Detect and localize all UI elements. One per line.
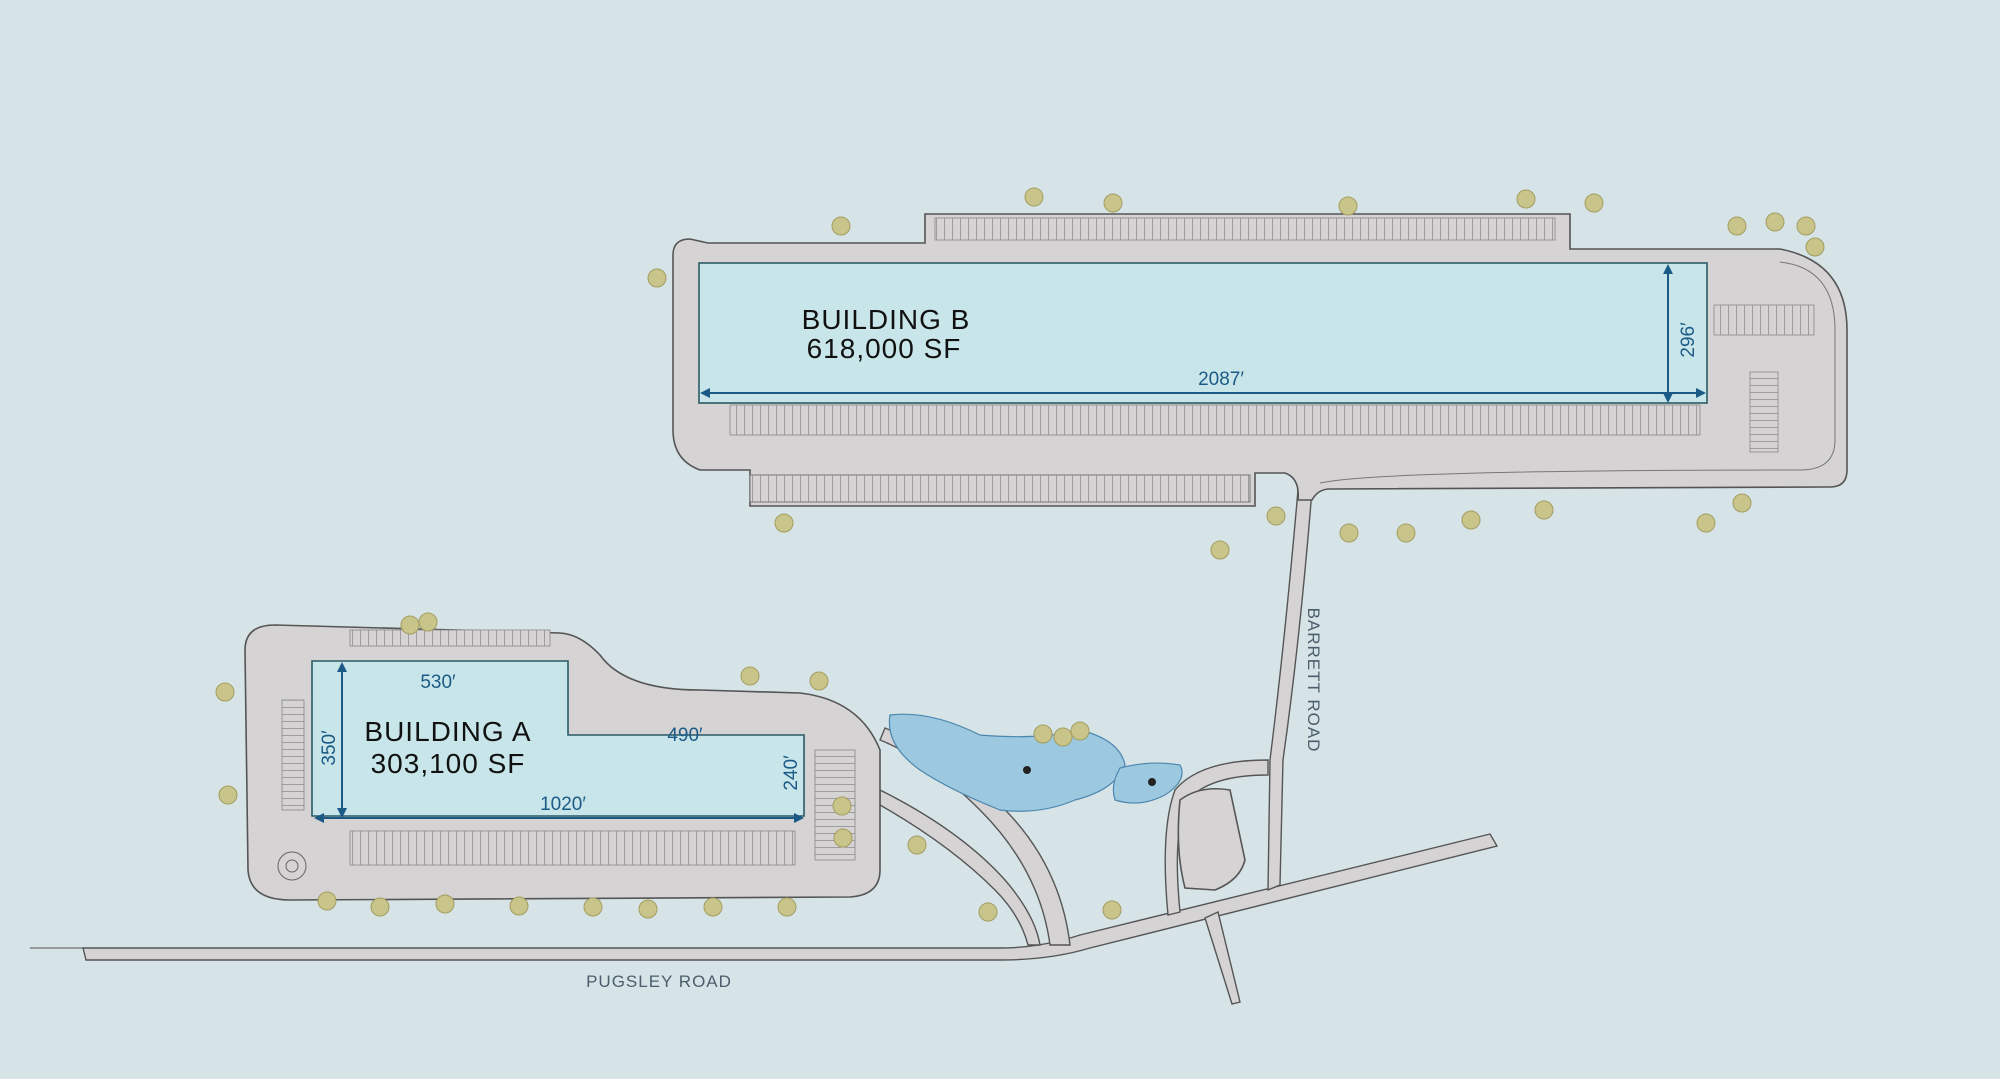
tree-icon — [978, 902, 998, 922]
tree-icon — [774, 513, 794, 533]
tree-icon — [647, 268, 667, 288]
building-a-area: 303,100 SF — [371, 748, 526, 779]
building-b-footprint — [698, 262, 1708, 404]
tree-icon — [831, 216, 851, 236]
tree-icon — [509, 896, 529, 916]
tree-icon — [1727, 216, 1747, 236]
tree-icon — [435, 894, 455, 914]
tree-icon — [1033, 724, 1053, 744]
tree-icon — [833, 828, 853, 848]
building-a-northeast-dimension: 490′ — [667, 725, 703, 746]
tree-icon — [1102, 900, 1122, 920]
tree-icon — [1461, 510, 1481, 530]
building-a-north-dimension: 530′ — [420, 672, 456, 693]
tree-icon — [703, 897, 723, 917]
tree-icon — [1339, 523, 1359, 543]
tree-icon — [317, 891, 337, 911]
pugsley-road — [30, 833, 1499, 1005]
tree-icon — [1053, 727, 1073, 747]
building-b-area: 618,000 SF — [807, 333, 962, 364]
building-b-length-dimension: 2087′ — [1198, 369, 1244, 390]
pond-small — [1112, 762, 1183, 804]
tree-icon — [777, 897, 797, 917]
tree-icon — [907, 835, 927, 855]
tree-icon — [1696, 513, 1716, 533]
building-b-site — [672, 213, 1848, 507]
trees — [215, 187, 1825, 922]
pugsley-road-label: PUGSLEY ROAD — [586, 972, 732, 991]
tree-icon — [218, 785, 238, 805]
building-a-length-dimension: 1020′ — [540, 794, 586, 815]
building-a-name: BUILDING A — [364, 716, 531, 747]
tree-icon — [400, 615, 420, 635]
tree-icon — [1796, 216, 1816, 236]
tree-icon — [1396, 523, 1416, 543]
tree-icon — [215, 682, 235, 702]
tree-icon — [1338, 196, 1358, 216]
tree-icon — [832, 796, 852, 816]
tree-icon — [583, 897, 603, 917]
tree-icon — [1516, 189, 1536, 209]
tree-icon — [1534, 500, 1554, 520]
building-b-depth-dimension: 296′ — [1678, 322, 1699, 358]
building-a-site — [244, 624, 881, 901]
barrett-road — [1164, 489, 1313, 916]
tree-icon — [638, 899, 658, 919]
building-a-secondary-drive — [879, 788, 1041, 946]
building-a-footprint — [311, 660, 805, 817]
tree-icon — [1024, 187, 1044, 207]
building-a-east-dimension: 240′ — [781, 755, 802, 791]
tree-icon — [1266, 506, 1286, 526]
barrett-road-label: BARRETT ROAD — [1304, 608, 1323, 753]
tree-icon — [1732, 493, 1752, 513]
tree-icon — [1070, 721, 1090, 741]
tree-icon — [1103, 193, 1123, 213]
building-b-name: BUILDING B — [802, 304, 971, 335]
tree-icon — [370, 897, 390, 917]
tree-icon — [740, 666, 760, 686]
tree-icon — [418, 612, 438, 632]
tree-icon — [1210, 540, 1230, 560]
tree-icon — [1584, 193, 1604, 213]
tree-icon — [809, 671, 829, 691]
tree-icon — [1805, 237, 1825, 257]
tree-icon — [1765, 212, 1785, 232]
building-a-west-dimension: 350′ — [319, 730, 340, 766]
pond-large — [888, 713, 1126, 812]
